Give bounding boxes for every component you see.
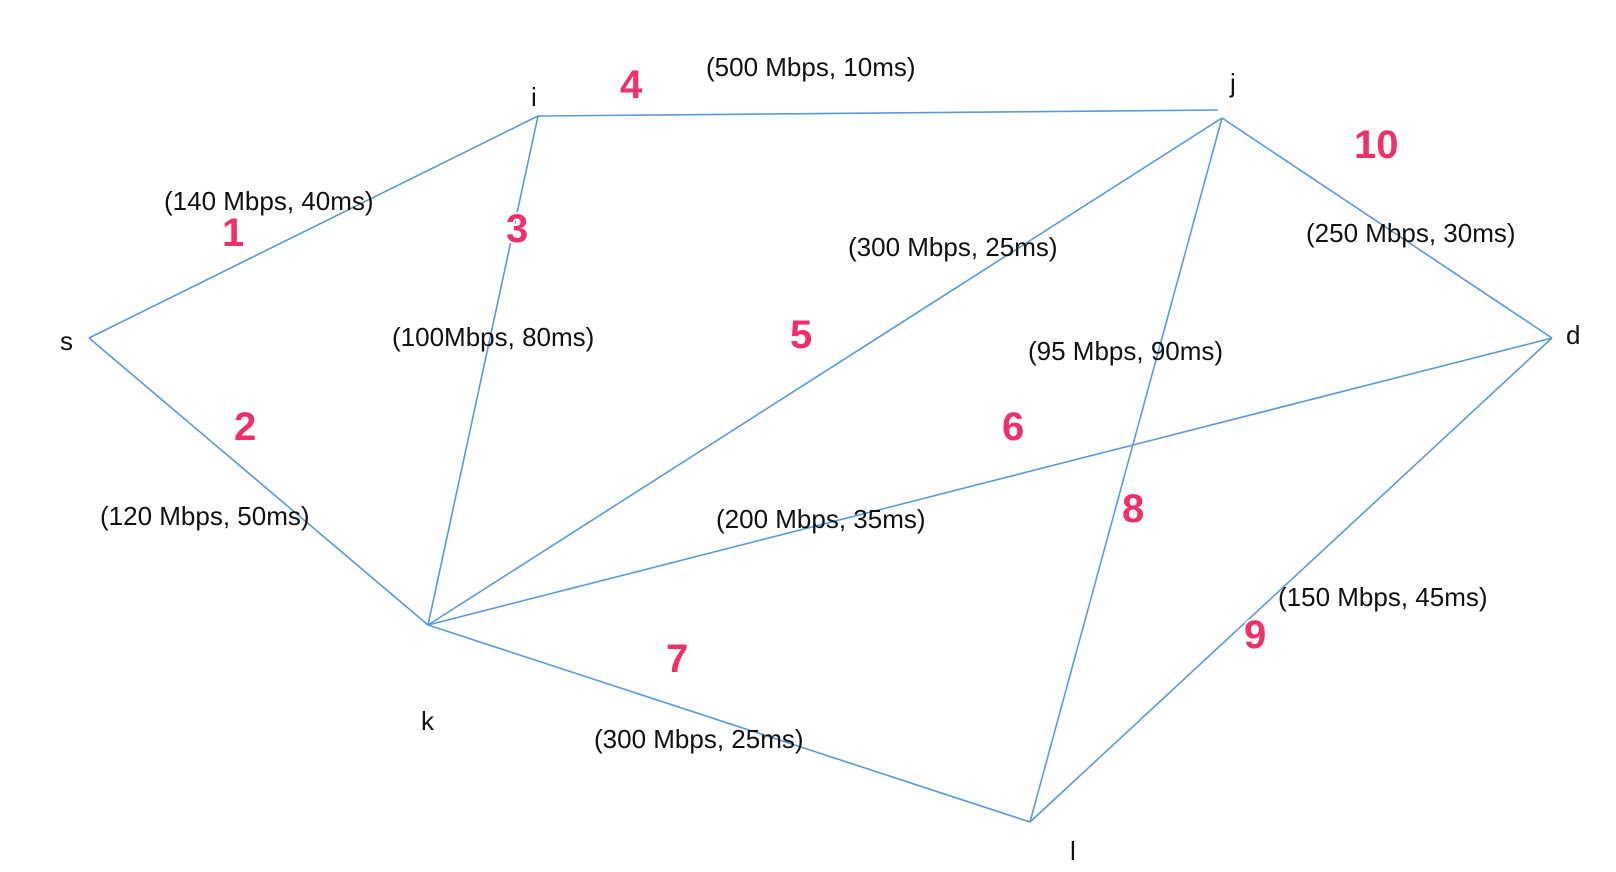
edge-number-4: 4 <box>620 63 643 107</box>
edge-label-6: (200 Mbps, 35ms) <box>716 504 926 534</box>
edge-5-j-k <box>427 117 1223 626</box>
edge-label-7: (300 Mbps, 25ms) <box>594 724 804 754</box>
edge-10-j-d <box>1221 117 1553 339</box>
edge-6-k-d <box>427 337 1553 626</box>
edges <box>88 109 1553 823</box>
node-k: k <box>421 706 435 736</box>
edge-number-6: 6 <box>1002 405 1024 449</box>
edge-number-9: 9 <box>1244 613 1266 657</box>
edge-number-8: 8 <box>1122 487 1144 531</box>
node-l: l <box>1070 836 1076 866</box>
edge-9-l-d <box>1029 337 1553 823</box>
edge-labels: (140 Mbps, 40ms) (120 Mbps, 50ms) (100Mb… <box>100 52 1516 754</box>
edge-3-i-k <box>427 115 539 626</box>
edge-label-3: (100Mbps, 80ms) <box>392 322 594 352</box>
edge-label-9: (150 Mbps, 45ms) <box>1278 582 1488 612</box>
edge-number-2: 2 <box>234 405 256 449</box>
edge-label-2: (120 Mbps, 50ms) <box>100 501 310 531</box>
edge-label-4: (500 Mbps, 10ms) <box>706 52 916 82</box>
edge-number-10: 10 <box>1354 123 1399 167</box>
node-d: d <box>1566 320 1580 350</box>
edge-8-j-l <box>1029 117 1223 823</box>
edge-label-10: (250 Mbps, 30ms) <box>1306 218 1516 248</box>
edge-label-8: (95 Mbps, 90ms) <box>1028 336 1223 366</box>
edge-2-s-k <box>88 337 429 626</box>
edge-label-5: (300 Mbps, 25ms) <box>848 232 1058 262</box>
edge-label-1: (140 Mbps, 40ms) <box>164 186 374 216</box>
edge-number-3: 3 <box>506 207 528 251</box>
edge-number-5: 5 <box>790 313 812 357</box>
edge-7-k-l <box>427 624 1031 823</box>
node-labels: s i j d k l <box>60 68 1580 866</box>
node-s: s <box>60 326 73 356</box>
edge-number-7: 7 <box>666 637 688 681</box>
edge-1-s-i <box>88 115 539 339</box>
node-i: i <box>531 82 537 112</box>
edge-numbers: 1 2 3 4 5 6 7 8 9 10 <box>220 61 1401 683</box>
node-j: j <box>1229 68 1236 98</box>
edge-number-1: 1 <box>222 211 244 255</box>
edge-4-i-j <box>537 109 1219 117</box>
